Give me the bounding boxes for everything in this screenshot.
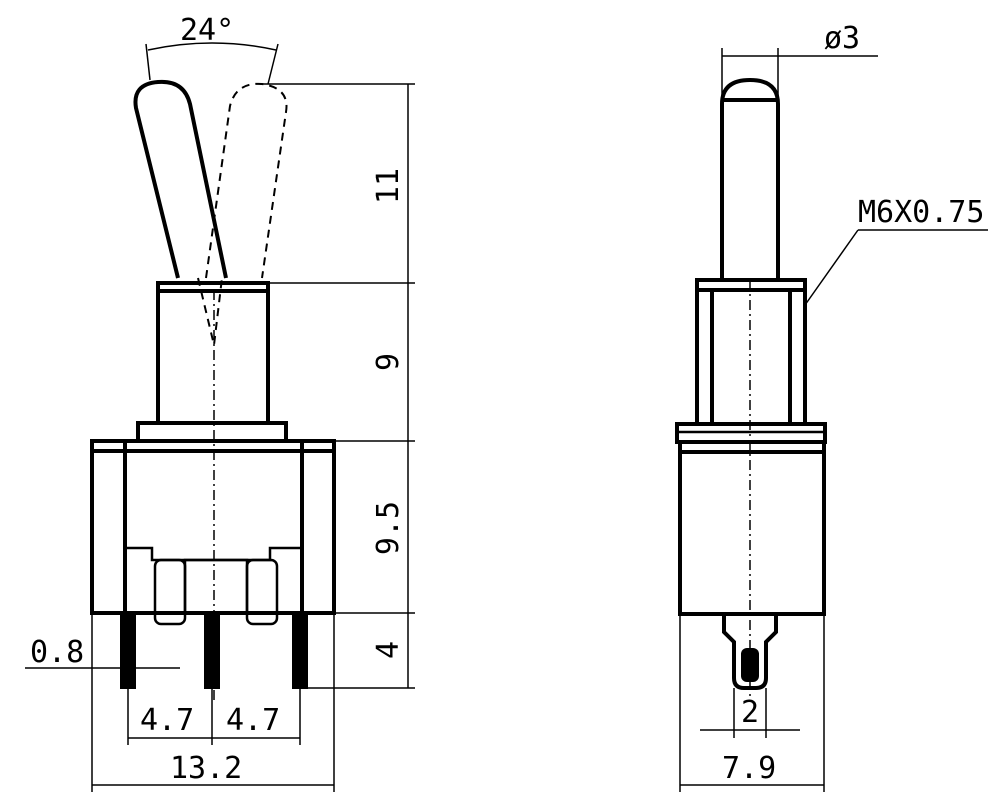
- thread-label: M6X0.75: [858, 195, 984, 230]
- pin-height-label: 4: [371, 641, 406, 659]
- lever-height-label: 11: [371, 168, 406, 204]
- bushing: [156, 281, 270, 425]
- front-view: 24° 11 9 9.5 4 0.8 4.7 4.7 13.2: [25, 13, 415, 792]
- side-pin-width-label: 2: [741, 695, 759, 730]
- pin-spacing-right-label: 4.7: [226, 703, 280, 738]
- diameter-label: ø3: [824, 21, 860, 56]
- side-lever: [720, 77, 780, 280]
- pin-spacing-left-label: 4.7: [140, 703, 194, 738]
- side-view: ø3 M6X0.75 2 7.9: [675, 21, 988, 792]
- flange: [136, 421, 288, 443]
- angle-label: 24°: [180, 13, 234, 48]
- side-width-label: 7.9: [722, 751, 776, 786]
- bushing-height-label: 9: [371, 353, 406, 371]
- lever-solid: [133, 79, 228, 279]
- body-width-label: 13.2: [170, 751, 242, 786]
- pin-center: [204, 613, 220, 689]
- switch-body: [90, 439, 336, 615]
- side-body: [678, 440, 826, 616]
- pin-right: [292, 613, 308, 689]
- body-height-label: 9.5: [371, 501, 406, 555]
- pin-width-label: 0.8: [30, 635, 84, 670]
- pin-left: [120, 613, 136, 689]
